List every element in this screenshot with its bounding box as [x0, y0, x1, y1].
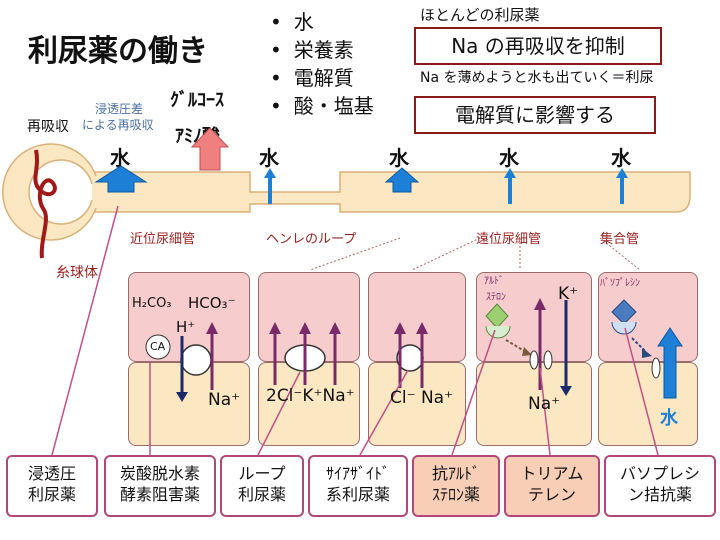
cell-vasopressin-bottom: [598, 362, 698, 446]
bullet-item: 水: [270, 8, 374, 36]
transporter-icon: [180, 344, 212, 376]
carbonic-anhydrase-icon: [145, 334, 171, 360]
reabsorption-label: 再吸収: [27, 119, 69, 135]
drug-loop-diuretic: ループ 利尿薬: [220, 455, 304, 517]
ion-na: Na⁺: [208, 390, 241, 410]
drug-label: ｽﾃﾛﾝ薬: [431, 485, 480, 504]
segment-label-distal: 遠位尿細管: [476, 232, 542, 247]
water-arrow-icon: [504, 168, 516, 204]
note-most-diuretics: ほとんどの利尿薬: [420, 6, 540, 24]
ion-h: H⁺: [176, 318, 196, 336]
ion-cl-na: Cl⁻ Na⁺: [390, 388, 454, 408]
enac-channel-icon: [543, 350, 553, 370]
ion-hco3: HCO₃⁻: [188, 294, 236, 312]
segment-label-henle: ヘンレのループ: [266, 232, 357, 247]
osmotic-label-line1: 浸透圧差: [95, 102, 144, 116]
drug-label: 酵素阻害薬: [119, 485, 200, 504]
ion-na: Na⁺: [528, 394, 561, 414]
drug-label: 抗ｱﾙﾄﾞ: [431, 464, 480, 483]
drug-label: 炭酸脱水素: [119, 464, 200, 483]
drug-label: 系利尿薬: [325, 485, 390, 504]
bullet-item: 電解質: [270, 64, 374, 92]
drug-label: 浸透圧: [27, 464, 76, 483]
water-label: 水: [259, 146, 279, 170]
bullet-item: 栄養素: [270, 36, 374, 64]
osmotic-label-line2: による再吸収: [82, 118, 154, 132]
water-arrow-icon: [616, 168, 628, 204]
water-label: 水: [110, 146, 130, 170]
water-arrow-icon: [94, 165, 148, 193]
vasopressin-label: ﾊﾞｿﾌﾟﾚｼﾝ: [600, 278, 640, 289]
drug-osmotic-diuretic: 浸透圧 利尿薬: [6, 455, 98, 517]
water-label: 水: [389, 146, 409, 170]
drug-triamterene: トリアム テレン: [504, 455, 600, 517]
ion-k: K⁺: [558, 284, 579, 304]
cell-proximal-bottom: [128, 362, 250, 446]
box-electrolyte: 電解質に影響する: [414, 96, 656, 134]
drug-label: ループ: [238, 464, 286, 483]
transported-substances-list: 水 栄養素 電解質 酸・塩基: [270, 8, 374, 120]
box-na-inhibit: Na の再吸収を抑制: [414, 27, 662, 65]
drug-anti-aldosterone: 抗ｱﾙﾄﾞ ｽﾃﾛﾝ薬: [412, 455, 500, 517]
drug-label: 利尿薬: [237, 485, 286, 504]
drug-label: ン拮抗薬: [627, 485, 692, 504]
aldosterone-icon: [485, 303, 509, 329]
bullet-item: 酸・塩基: [270, 92, 374, 120]
aminoacid-arrow-icon: [190, 127, 230, 171]
drug-thiazide-diuretic: ｻｲｱｻﾞｲﾄﾞ 系利尿薬: [308, 455, 408, 517]
drug-carbonic-anhydrase-inhibitor: 炭酸脱水素 酵素阻害薬: [104, 455, 216, 517]
segment-label-glomerulus: 糸球体: [56, 265, 98, 281]
water-label: 水: [499, 146, 519, 170]
water-arrow-icon: [264, 168, 276, 204]
enac-channel-icon: [529, 350, 539, 370]
drug-label: バソプレシ: [619, 464, 700, 483]
drug-label: ｻｲｱｻﾞｲﾄﾞ: [325, 464, 390, 483]
cell-vasopressin-top: [598, 272, 698, 362]
glomerulus-icon: [33, 149, 57, 259]
aquaporin-icon: [651, 357, 661, 379]
drug-label: 利尿薬: [27, 485, 76, 504]
glucose-label: ｸﾞﾙｺｰｽ: [170, 90, 224, 111]
drug-label: テレン: [527, 485, 576, 504]
page-title: 利尿薬の働き: [28, 34, 208, 69]
ion-h2co3: H₂CO₃: [132, 296, 172, 311]
water-arrow-icon: [657, 327, 683, 399]
segment-label-proximal: 近位尿細管: [130, 232, 196, 247]
cell-distal-bottom: [368, 362, 466, 446]
aldosterone-label-2: ｽﾃﾛﾝ: [486, 292, 506, 303]
ion-nkcc: 2Cl⁻K⁺Na⁺: [266, 386, 355, 406]
ion-ca: CA: [150, 340, 166, 353]
drug-label: トリアム: [520, 464, 584, 483]
water-label: 水: [660, 408, 678, 429]
note-na-diuresis: Na を薄めようと水も出ていく＝利尿: [420, 70, 654, 86]
vasopressin-icon: [611, 299, 637, 325]
drug-vasopressin-antagonist: バソプレシ ン拮抗薬: [604, 455, 716, 517]
segment-label-collecting: 集合管: [600, 232, 640, 247]
water-label: 水: [611, 146, 631, 170]
water-arrow-icon: [384, 167, 420, 193]
aldosterone-label-1: ｱﾙﾄﾞ: [484, 276, 504, 287]
